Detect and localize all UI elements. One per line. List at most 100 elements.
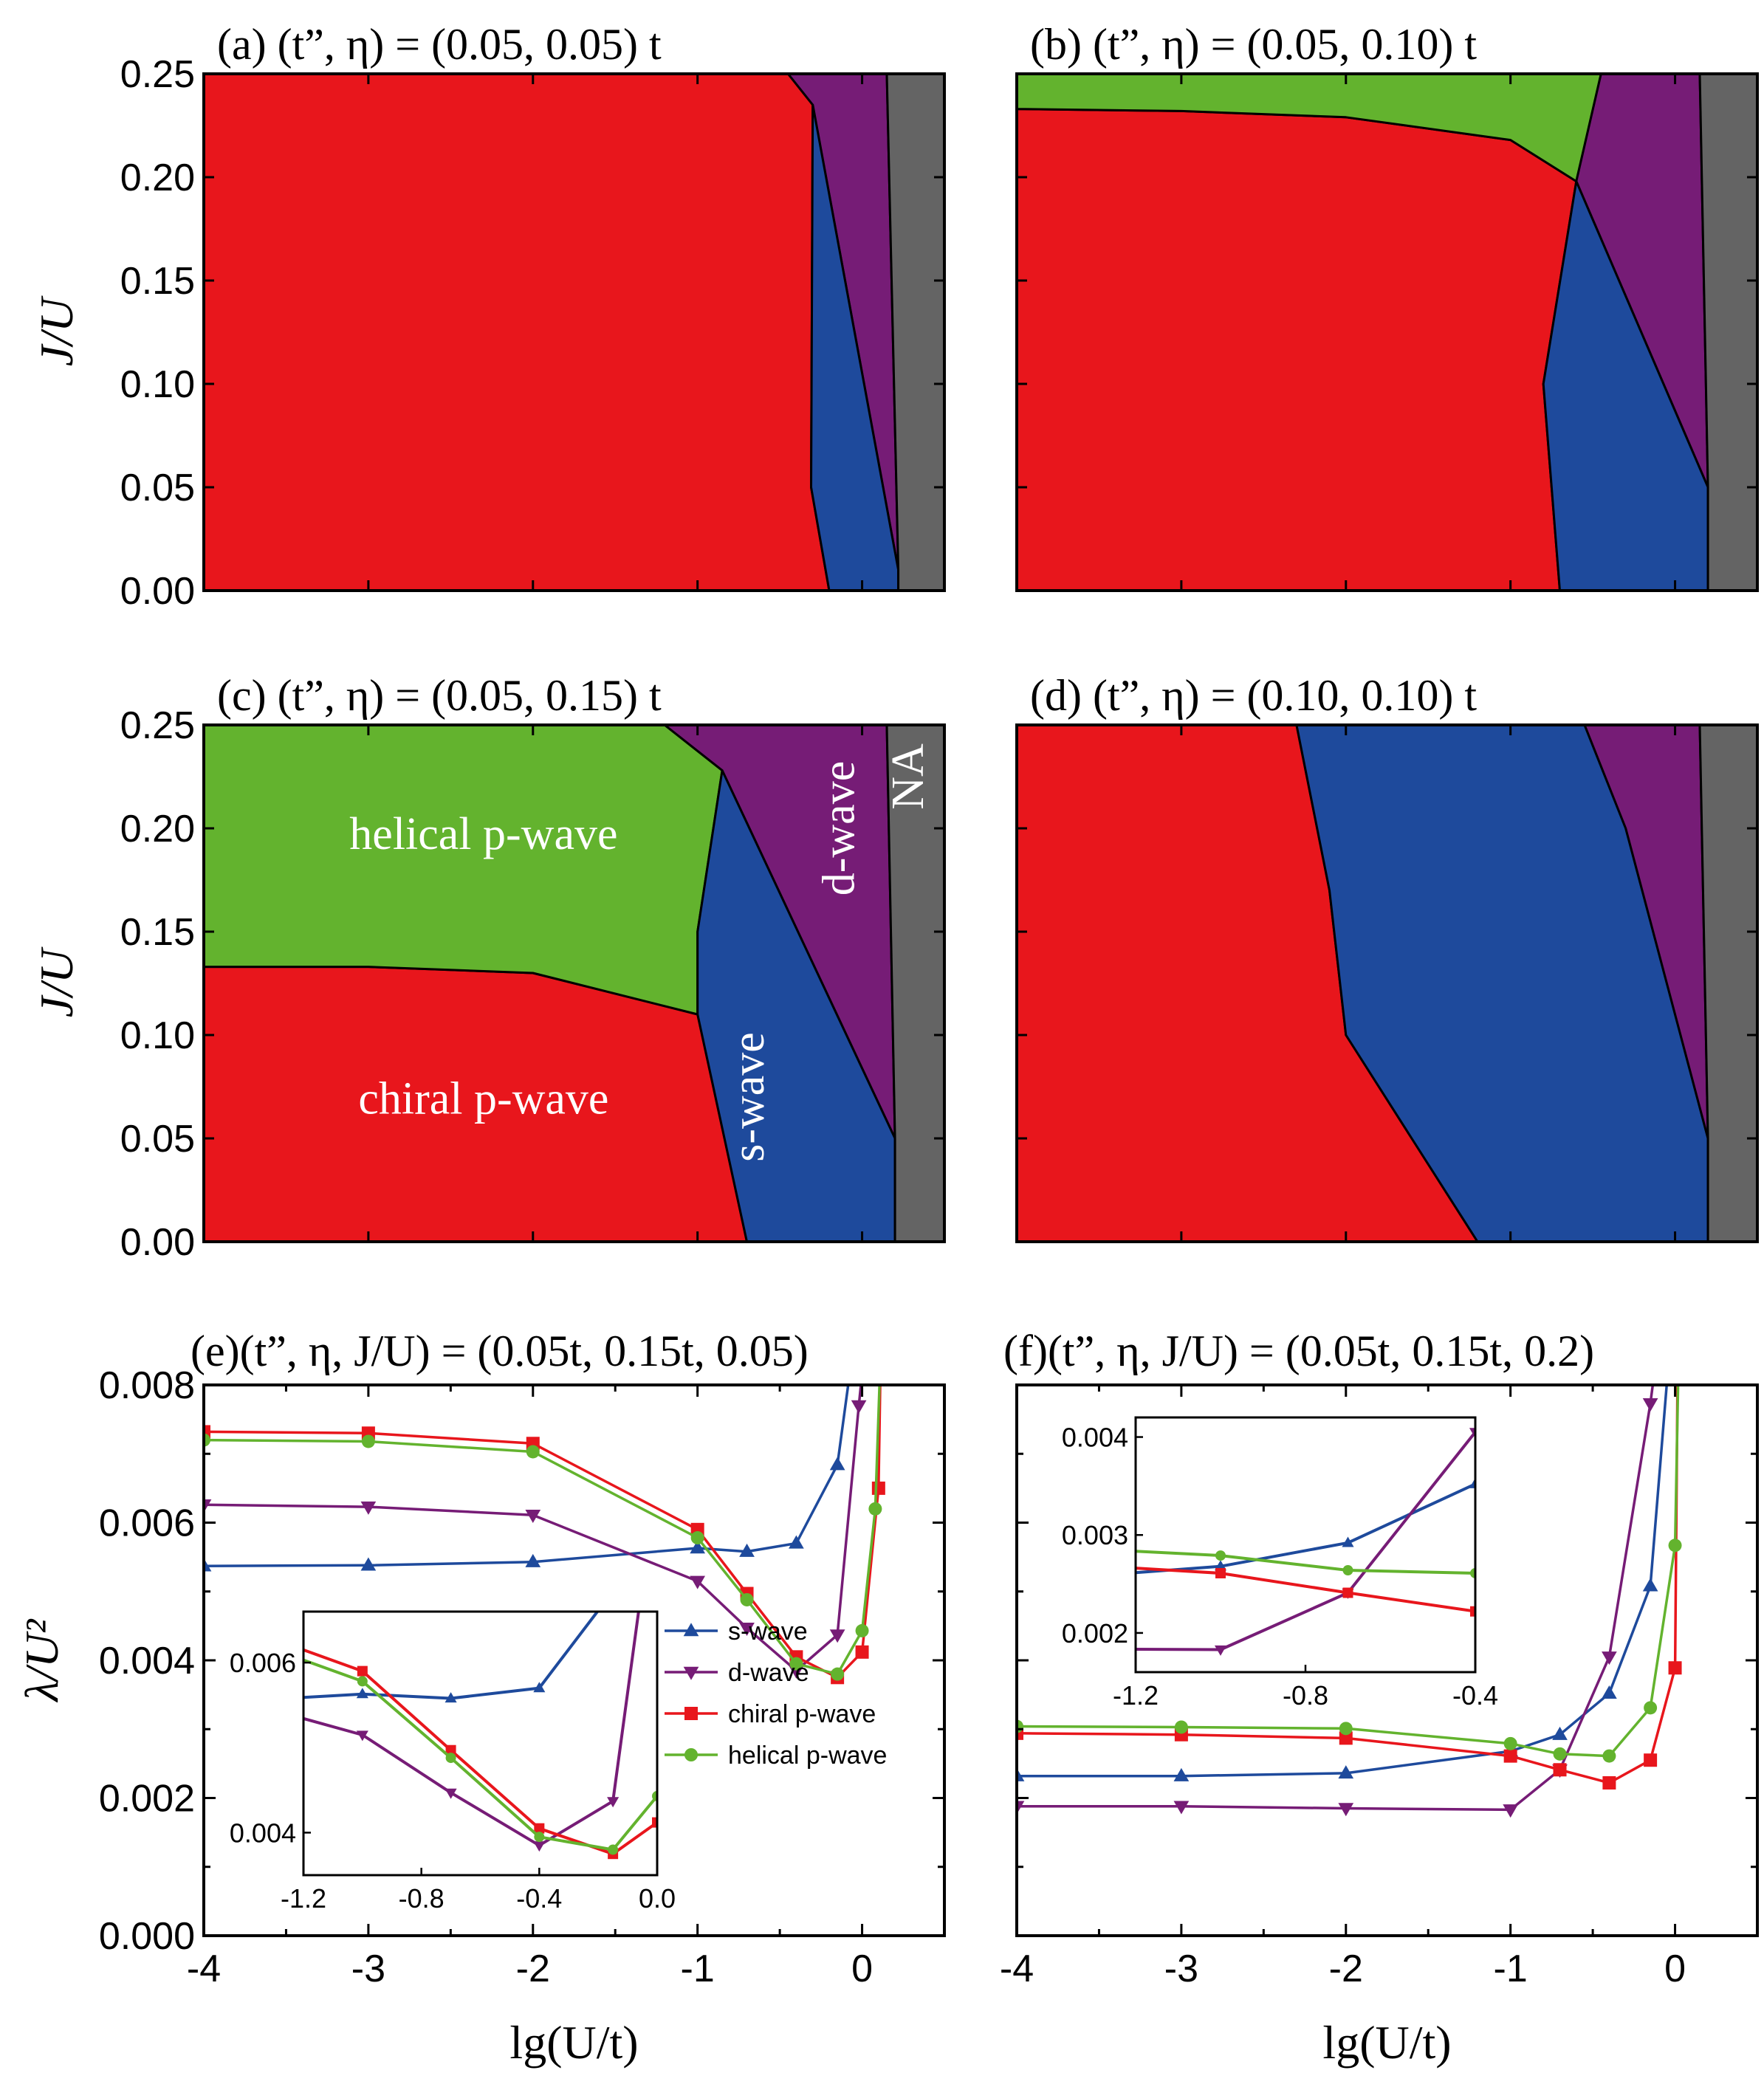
panel-title-b: (b) (t”, η) = (0.05, 0.10) t xyxy=(1030,20,1477,69)
series-helical-p-wave xyxy=(1017,1385,1682,1763)
data-point xyxy=(1338,1803,1354,1817)
data-point xyxy=(360,1501,377,1515)
x-tick-label: -3 xyxy=(1164,1947,1198,1990)
inset-data-point xyxy=(356,1688,368,1699)
data-point xyxy=(1552,1726,1568,1740)
swave-phase-region xyxy=(810,103,900,591)
inset-data-point xyxy=(533,1682,546,1693)
inset-series-line xyxy=(303,1658,657,1852)
inset-series-s-wave xyxy=(303,1612,600,1703)
series-line xyxy=(204,1385,881,1676)
data-point xyxy=(1602,1749,1616,1763)
x-tick-label: 0 xyxy=(1664,1947,1686,1990)
inset-data-point xyxy=(1640,1268,1650,1279)
data-point xyxy=(361,1434,375,1448)
inset-data-point xyxy=(1214,1560,1227,1571)
inset-data-point xyxy=(366,1527,377,1537)
series-area xyxy=(204,1310,888,1685)
legend-marker xyxy=(683,1666,699,1680)
chiral-phase-region xyxy=(1017,108,1578,591)
x-tick-label: -2 xyxy=(1329,1947,1363,1990)
inset-series-chiral-p-wave xyxy=(366,1538,1587,1617)
data-point xyxy=(855,1645,869,1659)
panel-title-c: (c) (t”, η) = (0.05, 0.15) t xyxy=(217,671,662,720)
data-point xyxy=(1338,1765,1354,1779)
panel-title-a: (a) (t”, η) = (0.05, 0.05) t xyxy=(217,20,662,69)
line-chart-f: (f)(t”, η, J/U) = (0.05t, 0.15t, 0.2)-4-… xyxy=(366,1268,1759,2069)
inset-data-point xyxy=(1469,1428,1475,1439)
inset-data-point xyxy=(1342,1587,1353,1598)
inset-data-point xyxy=(445,1692,457,1703)
plot-frame xyxy=(202,72,946,592)
series-d-wave xyxy=(204,1385,867,1679)
inset-data-point xyxy=(366,1538,377,1548)
y-tick-label: 0.15 xyxy=(120,911,195,954)
data-point xyxy=(789,1535,804,1549)
legend-item-helical-p-wave: helical p-wave xyxy=(665,1742,887,1770)
phase-regions xyxy=(204,74,944,591)
inset-data-point xyxy=(1342,1536,1354,1547)
inset-data-point xyxy=(1576,1574,1587,1584)
data-point xyxy=(831,1667,845,1681)
inset-x-tick-label: 0.0 xyxy=(639,1883,676,1914)
helical-region-label: helical p-wave xyxy=(349,809,617,859)
legend-label: s-wave xyxy=(728,1618,808,1646)
y-tick-label: 0.008 xyxy=(99,1364,195,1407)
data-point xyxy=(1602,1651,1617,1665)
data-point xyxy=(1672,1275,1685,1288)
data-point xyxy=(868,1502,882,1516)
inset-data-point xyxy=(366,1595,377,1606)
data-point xyxy=(1503,1736,1517,1750)
data-point xyxy=(1173,1767,1190,1781)
inset-x-tick-label: -0.4 xyxy=(1452,1680,1498,1711)
data-point xyxy=(690,1575,706,1589)
inset-series-line xyxy=(1136,1481,1475,1575)
inset-data-point xyxy=(445,1788,457,1799)
data-point xyxy=(1017,1767,1025,1781)
data-point xyxy=(690,1531,704,1545)
helical-phase-region xyxy=(1017,74,1602,183)
inset-x-tick-label: -0.4 xyxy=(516,1883,562,1914)
data-point xyxy=(871,1481,885,1495)
phase-regions xyxy=(204,725,944,1242)
legend-label: chiral p-wave xyxy=(728,1700,876,1728)
inset-data-point xyxy=(682,1615,692,1626)
inset-data-point xyxy=(1215,1550,1226,1561)
data-point xyxy=(1668,1539,1682,1553)
inset-data-point xyxy=(445,1744,456,1756)
y-tick-label: 0.10 xyxy=(120,363,195,406)
na-region-label: NA xyxy=(883,743,933,810)
phase-diagram-a: (a) (t”, η) = (0.05, 0.05) t0.000.050.10… xyxy=(30,20,946,613)
phase-diagram-b: (b) (t”, η) = (0.05, 0.10) t xyxy=(1015,20,1759,592)
data-point xyxy=(1553,1763,1567,1777)
data-point xyxy=(1644,1701,1658,1715)
x-tick-label: -1 xyxy=(681,1947,715,1990)
phase-regions xyxy=(1017,74,1757,591)
y-tick-label: 0.000 xyxy=(99,1915,195,1958)
inset-x-tick-label: -0.8 xyxy=(1283,1680,1328,1711)
legend-item-chiral-p-wave: chiral p-wave xyxy=(665,1700,876,1728)
data-point xyxy=(739,1543,755,1557)
data-point xyxy=(1602,1775,1616,1790)
legend-marker xyxy=(684,1748,698,1761)
inset-data-point xyxy=(652,1790,657,1801)
data-point xyxy=(851,1400,867,1414)
series-line xyxy=(1017,1385,1655,1812)
phase-diagram-c: (c) (t”, η) = (0.05, 0.15) t0.000.050.10… xyxy=(30,671,946,1264)
x-tick-label: -1 xyxy=(1494,1947,1528,1990)
data-point xyxy=(875,1310,888,1323)
inset-series-line xyxy=(303,1648,657,1856)
inset-data-point xyxy=(357,1676,368,1687)
inset-data-point xyxy=(652,1817,657,1828)
data-point xyxy=(690,1540,706,1554)
swave-phase-region xyxy=(1542,180,1709,591)
data-point xyxy=(1339,1731,1353,1745)
inset-data-point xyxy=(676,1640,686,1651)
inset-data-point xyxy=(1469,1477,1475,1488)
inset-data-point xyxy=(790,1592,802,1602)
data-point xyxy=(204,1433,210,1447)
inset-y-tick-label: 0.003 xyxy=(1062,1520,1128,1550)
y-axis-label: J/U xyxy=(30,946,83,1017)
